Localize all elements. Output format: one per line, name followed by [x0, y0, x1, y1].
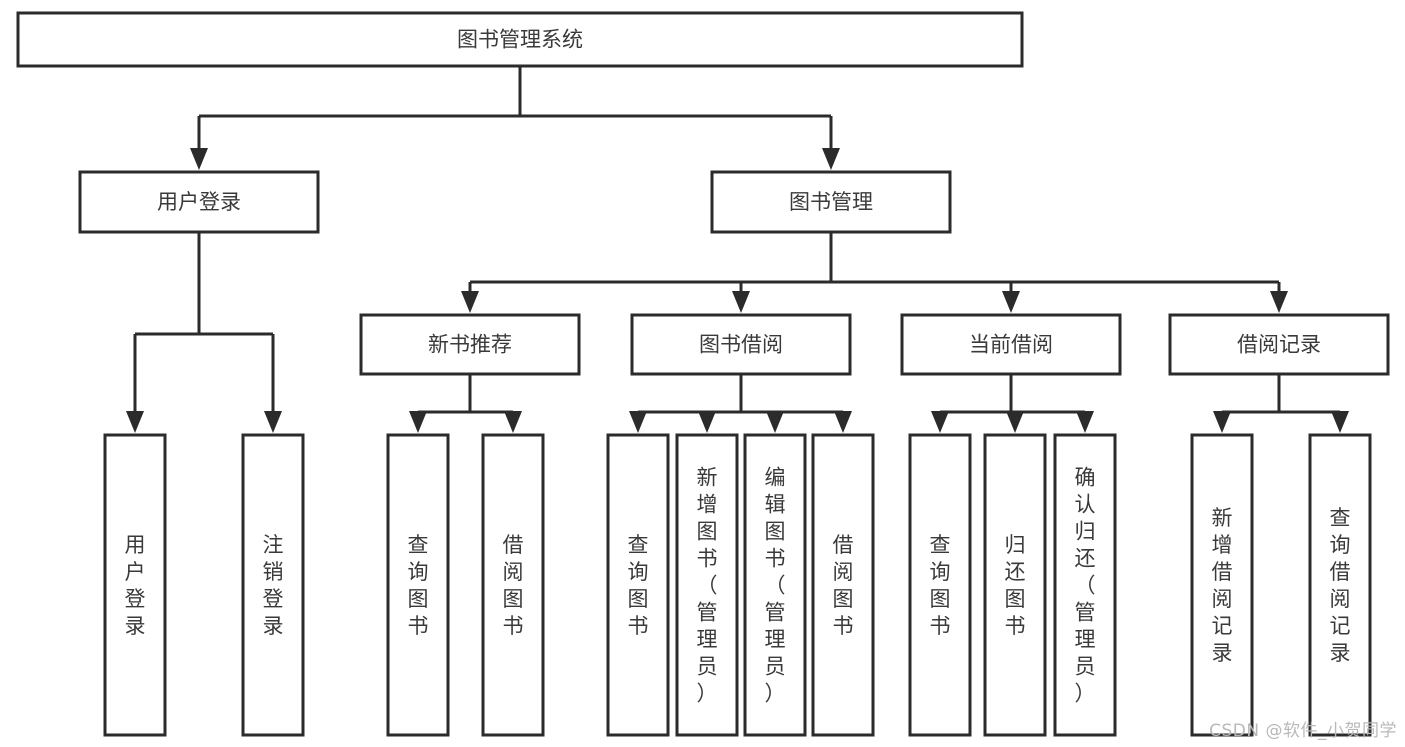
node-leaf-borrow-book-1[interactable]: 借阅图书: [481, 433, 545, 737]
node-label: 归还图书: [1005, 533, 1026, 638]
node-leaf-confirm-return[interactable]: 确认归还（管理员）: [1053, 433, 1117, 737]
node-leaf-query-book-1[interactable]: 查询图书: [386, 433, 450, 737]
node-leaf-query-book-3[interactable]: 查询图书: [908, 433, 972, 737]
node-box: [78, 170, 320, 234]
arrow-head-icon: [190, 148, 208, 170]
node-leaf-query-record[interactable]: 查询借阅记录: [1308, 433, 1372, 737]
node-label: 查询图书: [930, 533, 951, 638]
node-leaf-edit-book[interactable]: 编辑图书（管理员）: [743, 433, 807, 737]
arrow-head-icon: [698, 411, 716, 433]
node-label: 查询借阅记录: [1330, 506, 1351, 665]
node-label: 查询图书: [628, 533, 649, 638]
node-box: [481, 433, 545, 737]
node-leaf-add-record[interactable]: 新增借阅记录: [1190, 433, 1254, 737]
node-leaf-add-book[interactable]: 新增图书（管理员）: [675, 433, 739, 737]
node-label: 新增借阅记录: [1212, 506, 1233, 665]
node-box: [630, 313, 852, 376]
node-box: [710, 170, 952, 234]
node-box: [908, 433, 972, 737]
node-box: [606, 433, 670, 737]
arrow-head-icon: [461, 291, 479, 313]
node-label: 查询图书: [408, 533, 429, 638]
node-book-borrow[interactable]: 图书借阅: [630, 313, 852, 376]
node-label: 用户登录: [157, 190, 241, 214]
node-box: [386, 433, 450, 737]
node-label: 借阅图书: [503, 533, 524, 638]
arrow-head-icon: [126, 411, 144, 433]
arrow-head-icon: [1331, 411, 1349, 433]
node-leaf-logout[interactable]: 注销登录: [241, 433, 305, 737]
node-current-borrow[interactable]: 当前借阅: [900, 313, 1122, 376]
arrow-head-icon: [931, 411, 949, 433]
node-box: [675, 433, 739, 737]
node-box: [1308, 433, 1372, 737]
node-label: 图书管理: [789, 190, 873, 214]
node-borrow-record[interactable]: 借阅记录: [1168, 313, 1390, 376]
node-label: 新书推荐: [428, 333, 512, 357]
arrow-head-icon: [766, 411, 784, 433]
arrow-head-icon: [732, 291, 750, 313]
arrow-head-icon: [629, 411, 647, 433]
arrow-head-icon: [1002, 291, 1020, 313]
arrow-head-icon: [409, 411, 427, 433]
arrow-head-icon: [834, 411, 852, 433]
node-label: 注销登录: [263, 533, 284, 638]
node-label: 确认归还（管理员）: [1075, 466, 1096, 706]
node-box: [16, 11, 1024, 68]
node-box: [103, 433, 167, 737]
node-box: [983, 433, 1047, 737]
node-root[interactable]: 图书管理系统: [16, 11, 1024, 68]
node-leaf-borrow-book-2[interactable]: 借阅图书: [811, 433, 875, 737]
node-box: [1168, 313, 1390, 376]
arrow-head-icon: [1270, 291, 1288, 313]
node-box: [900, 313, 1122, 376]
node-label: 用户登录: [125, 533, 146, 638]
node-leaf-user-login[interactable]: 用户登录: [103, 433, 167, 737]
node-box: [359, 313, 581, 376]
node-new-book-rec[interactable]: 新书推荐: [359, 313, 581, 376]
node-label: 当前借阅: [969, 333, 1053, 357]
node-box: [811, 433, 875, 737]
arrow-head-icon: [1213, 411, 1231, 433]
arrow-head-icon: [822, 148, 840, 170]
node-user-login[interactable]: 用户登录: [78, 170, 320, 234]
arrow-head-icon: [1006, 411, 1024, 433]
arrow-head-icon: [1076, 411, 1094, 433]
arrow-head-icon: [264, 411, 282, 433]
node-label: 图书借阅: [699, 333, 783, 357]
arrow-head-icon: [504, 411, 522, 433]
node-box: [241, 433, 305, 737]
node-label: 借阅记录: [1237, 333, 1321, 357]
node-box: [743, 433, 807, 737]
node-label: 编辑图书（管理员）: [765, 466, 786, 706]
node-box: [1053, 433, 1117, 737]
connector-layer: [126, 66, 1349, 433]
node-label: 借阅图书: [833, 533, 854, 638]
node-label: 新增图书（管理员）: [697, 466, 718, 706]
node-box: [1190, 433, 1254, 737]
node-label: 图书管理系统: [457, 28, 583, 52]
node-leaf-query-book-2[interactable]: 查询图书: [606, 433, 670, 737]
node-book-manage[interactable]: 图书管理: [710, 170, 952, 234]
node-leaf-return-book[interactable]: 归还图书: [983, 433, 1047, 737]
node-layer: 图书管理系统用户登录图书管理新书推荐图书借阅当前借阅借阅记录用户登录注销登录查询…: [16, 11, 1390, 737]
